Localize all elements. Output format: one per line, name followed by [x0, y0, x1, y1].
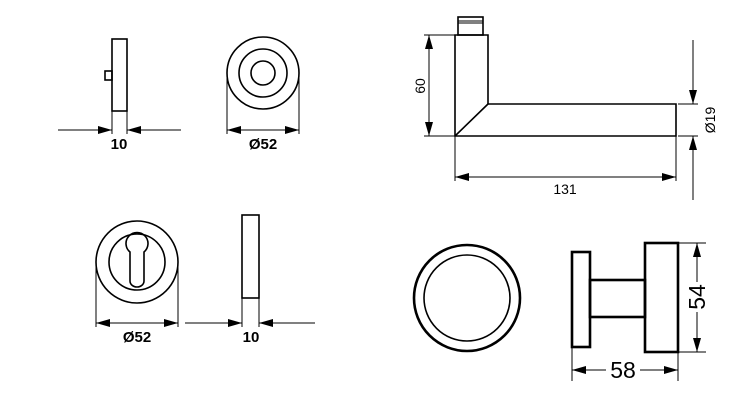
escutcheon-front-view: Ø52	[95, 220, 179, 346]
escutcheon-side-view: 10	[185, 214, 315, 346]
knob-diameter-label: 54	[684, 284, 710, 310]
knob-projection-label: 58	[610, 357, 636, 383]
rose-front-view: Ø52	[226, 36, 300, 153]
keyhole-icon	[125, 231, 149, 288]
knob-side-view: 54 58	[570, 241, 710, 383]
rose-thickness-label: 10	[111, 136, 128, 153]
escutcheon-diameter-label: Ø52	[123, 329, 151, 346]
rose-diameter-label: Ø52	[249, 136, 277, 153]
lever-height-label: 60	[412, 78, 428, 94]
escutcheon-thickness-label: 10	[243, 329, 260, 346]
knob-front-view	[412, 243, 522, 353]
lever-length-label: 131	[553, 181, 577, 197]
rose-side-view: 10	[58, 38, 181, 153]
lever-diameter-label: Ø19	[702, 107, 718, 134]
lever-handle-view: 60 131 Ø19	[412, 16, 718, 200]
